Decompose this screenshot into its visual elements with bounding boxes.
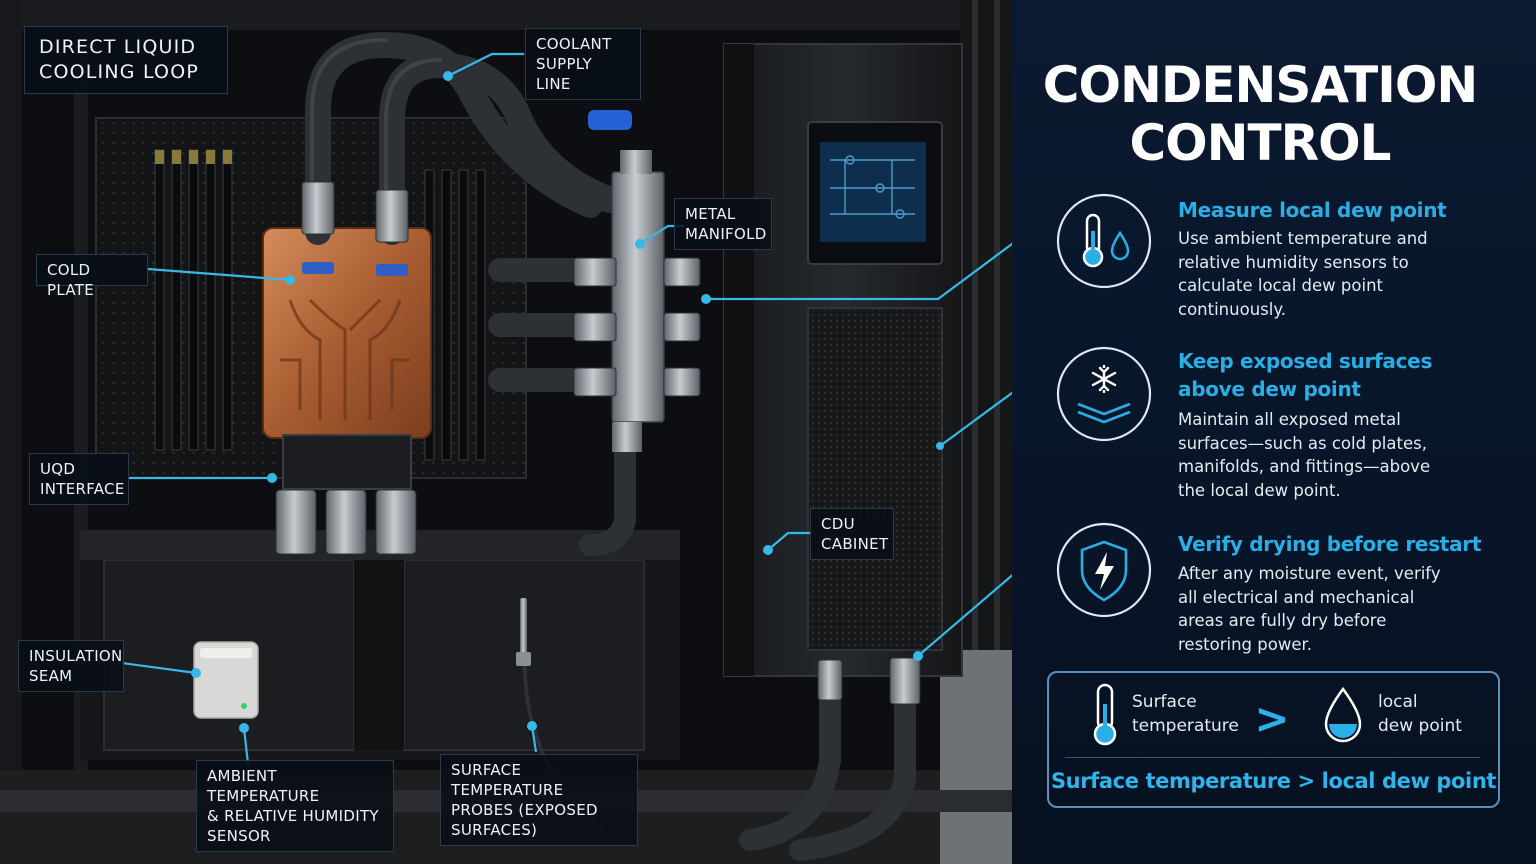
label-surface-probes: SURFACE TEMPERATURE PROBES (EXPOSED SURF…	[440, 754, 638, 846]
label-cdu-cabinet: CDU CABINET	[810, 508, 894, 560]
panel-title: CONDENSATION CONTROL	[1042, 56, 1478, 172]
rule-divider	[1065, 757, 1480, 758]
step-2-body: Maintain all exposed metal surfaces—such…	[1178, 410, 1431, 500]
label-ambient-sensor: AMBIENT TEMPERATURE & RELATIVE HUMIDITY …	[196, 760, 394, 852]
label-cold-plate: COLD PLATE	[36, 254, 148, 299]
rule-left-text: Surface temperature	[1132, 692, 1239, 736]
rule-right-text: local dew point	[1378, 692, 1462, 736]
label-coolant-supply-line: COOLANT SUPPLY LINE	[525, 28, 641, 100]
label-insulation-seam: INSULATION SEAM	[18, 640, 124, 692]
thermometer-icon	[1093, 683, 1117, 746]
water-drop-icon	[1324, 686, 1362, 743]
step-3-body: After any moisture event, verify all ele…	[1178, 564, 1441, 654]
info-panel	[1012, 0, 1536, 864]
thermometer-droplet-icon	[1056, 193, 1152, 289]
rule-caption: Surface temperature > local dew point	[1050, 769, 1497, 793]
step-1-title: Measure local dew point	[1178, 198, 1447, 222]
snowflake-surface-icon	[1056, 346, 1152, 442]
step-1-body: Use ambient temperature and relative hum…	[1178, 229, 1428, 319]
rule-box	[1047, 671, 1500, 808]
cooling-hardware-scene	[0, 0, 1012, 864]
label-direct-liquid-cooling-loop: DIRECT LIQUID COOLING LOOP	[24, 26, 228, 94]
label-metal-manifold: METAL MANIFOLD	[674, 198, 772, 250]
label-uqd-interface: UQD INTERFACE	[29, 453, 129, 505]
step-3-title: Verify drying before restart	[1178, 532, 1482, 556]
shield-lightning-icon	[1056, 522, 1152, 618]
rule-operator: >	[1254, 694, 1290, 743]
step-2-title: Keep exposed surfaces above dew point	[1178, 349, 1433, 401]
